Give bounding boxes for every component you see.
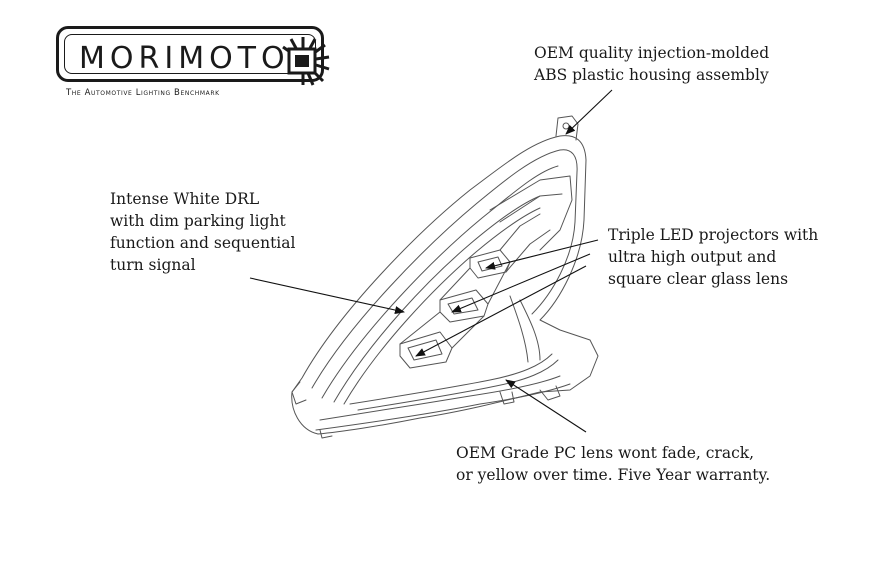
callout-housing-line: OEM quality injection-molded (534, 44, 770, 62)
brand-logo: MORIMOTO The Automotive Lighting Benchma… (48, 22, 338, 104)
leader-lines (249, 89, 613, 433)
logo-tagline: The Automotive Lighting Benchmark (66, 88, 220, 98)
callout-lens-line: or yellow over time. Five Year warranty. (456, 466, 771, 484)
headlight-housing (291, 115, 599, 439)
callout-drl: Intense White DRL with dim parking light… (110, 188, 295, 276)
callout-lens: OEM Grade PC lens wont fade, crack, or y… (456, 442, 770, 486)
callout-drl-line: with dim parking light (110, 212, 286, 230)
leader-drl (249, 277, 405, 314)
leader-housing (565, 89, 613, 135)
leader-lens (505, 379, 587, 433)
leader-projector-1 (485, 239, 599, 270)
callout-projectors-line: square clear glass lens (608, 270, 789, 288)
callout-housing: OEM quality injection-molded ABS plastic… (534, 42, 769, 86)
sunburst-icon (282, 37, 330, 86)
logo-frame: MORIMOTO (56, 26, 330, 86)
callout-drl-line: Intense White DRL (110, 190, 260, 208)
callout-projectors-line: Triple LED projectors with (608, 226, 819, 244)
leader-projector-2 (451, 253, 591, 313)
logo-wordmark: MORIMOTO (79, 41, 290, 76)
callout-drl-line: turn signal (110, 256, 196, 274)
callout-housing-line: ABS plastic housing assembly (534, 66, 769, 84)
callout-projectors-line: ultra high output and (608, 248, 777, 266)
callout-drl-line: function and sequential (110, 234, 296, 252)
callout-lens-line: OEM Grade PC lens wont fade, crack, (456, 444, 755, 462)
callout-projectors: Triple LED projectors with ultra high ou… (608, 224, 818, 290)
leader-projector-3 (415, 265, 587, 357)
